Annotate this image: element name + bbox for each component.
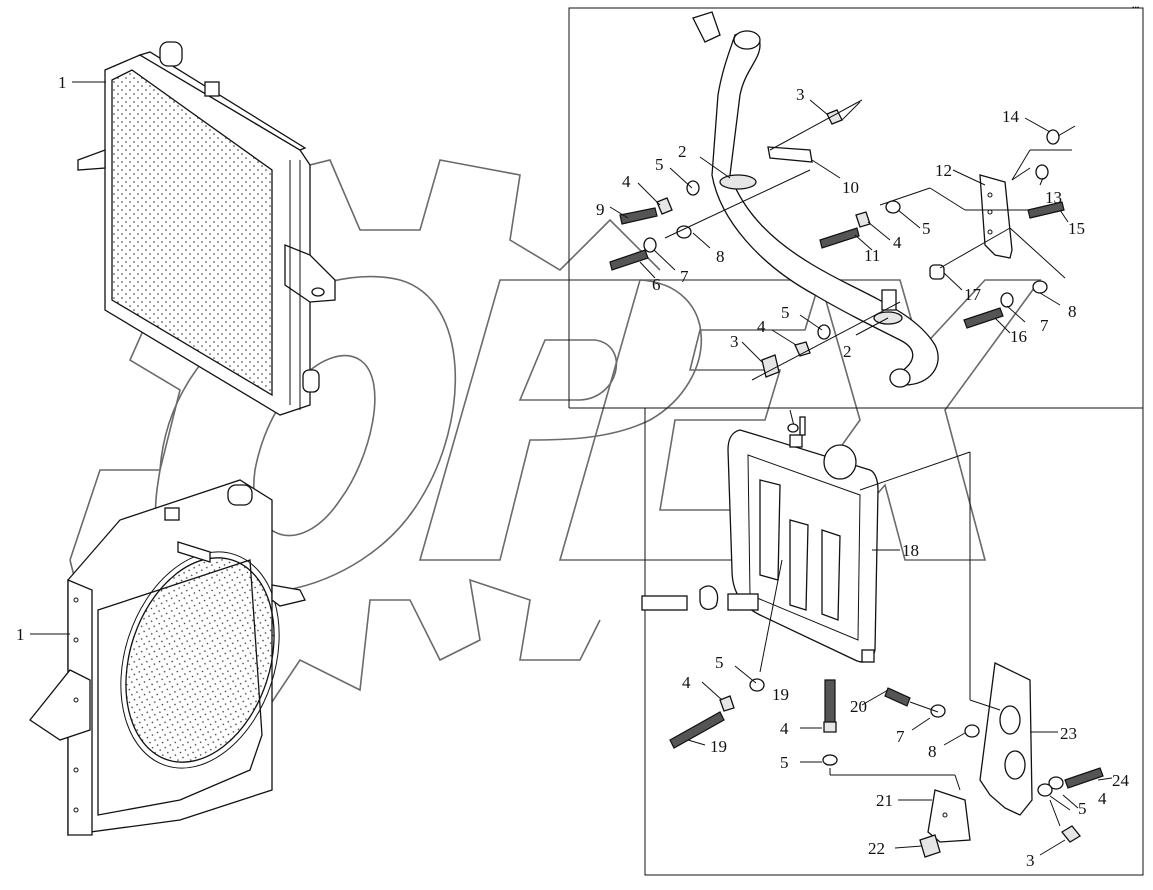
callout-12: 12	[935, 161, 952, 180]
callout-5: 5	[780, 753, 789, 772]
callout-15: 15	[1068, 219, 1085, 238]
left-leader-lines	[30, 81, 106, 635]
callout-21: 21	[876, 791, 893, 810]
callout-22: 22	[868, 839, 885, 858]
callout-19: 19	[710, 737, 727, 756]
upper-leader-lines	[609, 99, 1076, 381]
callout-5: 5	[781, 303, 790, 322]
callout-4: 4	[622, 172, 631, 191]
callout-4: 4	[1098, 789, 1107, 808]
callout-14: 14	[1002, 107, 1020, 126]
corner-mark: •••	[1132, 4, 1140, 12]
callout-5: 5	[655, 155, 664, 174]
callout-18: 18	[902, 541, 919, 560]
callout-9: 9	[596, 200, 605, 219]
lower-fasteners	[669, 678, 1104, 858]
callout-17: 17	[964, 285, 982, 304]
callout-6: 6	[652, 275, 661, 294]
callout-23: 23	[1060, 724, 1077, 743]
expansion-tank	[641, 416, 879, 663]
callout-8: 8	[928, 742, 937, 761]
callout-1-bottom: 1	[16, 625, 25, 644]
callout-7: 7	[896, 727, 905, 746]
callout-20: 20	[850, 697, 867, 716]
callout-24: 24	[1112, 771, 1130, 790]
callout-5: 5	[922, 219, 931, 238]
callout-16: 16	[1010, 327, 1027, 346]
callout-4: 4	[682, 673, 691, 692]
callout-labels: 1 1 3 14 2 5 12 4 10 13 9 5 15 8 4 7 11 …	[16, 73, 1130, 870]
callout-11: 11	[864, 246, 880, 265]
callout-5: 5	[715, 653, 724, 672]
callout-8: 8	[1068, 302, 1077, 321]
lower-leader-lines	[687, 409, 1113, 856]
panel-frames: •••	[568, 4, 1144, 876]
callout-3: 3	[796, 85, 805, 104]
callout-3: 3	[730, 332, 739, 351]
upper-hose-assembly	[692, 11, 1013, 388]
callout-13: 13	[1045, 188, 1062, 207]
callout-4: 4	[757, 317, 766, 336]
callout-3: 3	[1026, 851, 1035, 870]
callout-7: 7	[1040, 316, 1049, 335]
radiator-rear-view	[77, 41, 336, 416]
callout-10: 10	[842, 178, 859, 197]
callout-2: 2	[678, 142, 687, 161]
callout-19: 19	[772, 685, 789, 704]
radiator-front-view	[29, 479, 306, 836]
callout-4: 4	[780, 719, 789, 738]
callout-8: 8	[716, 247, 725, 266]
upper-fasteners	[609, 109, 1065, 378]
callout-4: 4	[893, 233, 902, 252]
callout-1-top: 1	[58, 73, 67, 92]
callout-7: 7	[680, 267, 689, 286]
callout-5: 5	[1078, 799, 1087, 818]
tank-brackets	[927, 662, 1033, 843]
callout-2: 2	[843, 342, 852, 361]
